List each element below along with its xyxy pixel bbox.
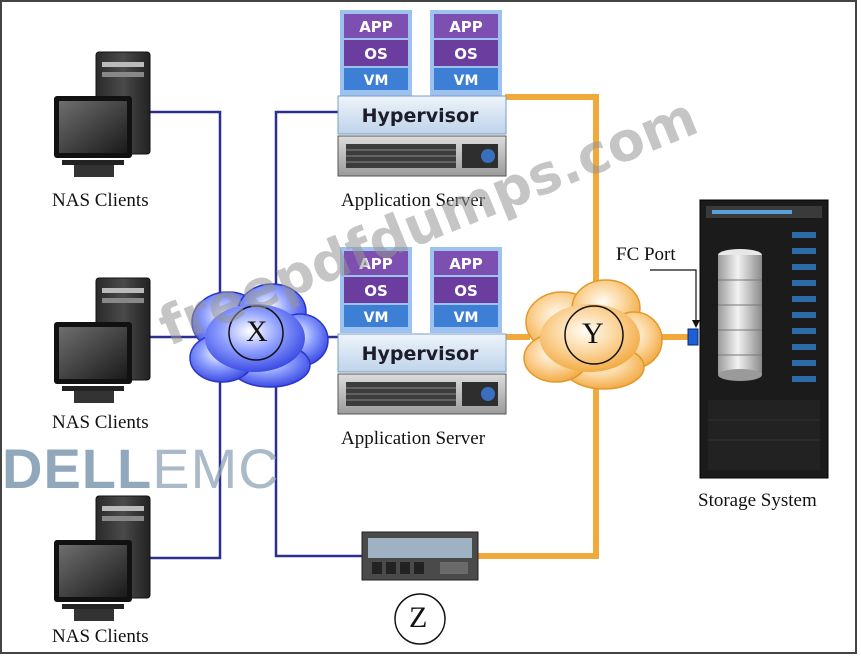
- device-z-label: Z: [409, 601, 428, 634]
- vm-stack-3: APP OS VM: [340, 247, 412, 333]
- storage-system-label: Storage System: [698, 490, 817, 511]
- vm-stack-2: APP OS VM: [430, 10, 502, 96]
- vm-label: VM: [364, 310, 389, 326]
- hypervisor-label: Hypervisor: [362, 343, 479, 365]
- brand-watermark-dell: DELL: [2, 437, 153, 500]
- vm-label: VM: [364, 73, 389, 89]
- hypervisor-layer: [337, 95, 507, 135]
- application-server-top: APP OS VM APP OS VM Hypervisor: [337, 10, 507, 177]
- brand-watermark-emc: EMC: [152, 437, 280, 500]
- link-device-z-to-y: [478, 385, 599, 559]
- vm-app-label: APP: [449, 18, 483, 36]
- brand-watermark: DELLEMC: [2, 436, 280, 501]
- vm-app-label: APP: [359, 255, 393, 273]
- link-app-server-top-to-y: [505, 94, 599, 290]
- application-server-bottom: APP OS VM APP OS VM Hypervisor: [337, 247, 507, 415]
- vm-app-label: APP: [449, 255, 483, 273]
- server-chassis: [337, 373, 507, 415]
- storage-disk-stack: [718, 249, 762, 381]
- fc-links: [478, 94, 690, 559]
- link-x-to-app-server-top: [274, 110, 338, 300]
- fc-port-label: FC Port: [616, 244, 676, 265]
- device-z: [361, 531, 479, 581]
- vm-stack-1: APP OS VM: [340, 10, 412, 96]
- hypervisor-layer: [337, 333, 507, 373]
- link-nas-bottom-to-x: [150, 370, 222, 560]
- vm-label: VM: [454, 310, 479, 326]
- application-server-label-top: Application Server: [341, 190, 486, 211]
- storage-system: [699, 199, 829, 479]
- vm-os-label: OS: [364, 282, 388, 300]
- cloud-y-marker: [564, 305, 624, 365]
- cloud-x-label: X: [246, 315, 268, 348]
- nas-client-top: [54, 51, 151, 177]
- link-x-to-device-z: [274, 370, 368, 558]
- fc-port: [687, 328, 699, 346]
- vm-stack-4: APP OS VM: [430, 247, 502, 333]
- nas-client-middle: [54, 277, 151, 403]
- vm-os-label: OS: [454, 282, 478, 300]
- link-nas-top-to-x: [148, 110, 222, 330]
- storage-drive-bays: [792, 232, 816, 382]
- fc-port-pointer: [650, 269, 697, 326]
- server-chassis: [337, 135, 507, 177]
- nas-client-bottom: [54, 495, 151, 621]
- cloud-y-label: Y: [582, 317, 604, 350]
- nas-clients-label-bottom: NAS Clients: [52, 626, 149, 647]
- vm-os-label: OS: [364, 45, 388, 63]
- nas-clients-label-middle: NAS Clients: [52, 412, 149, 433]
- vm-label: VM: [454, 73, 479, 89]
- hypervisor-label: Hypervisor: [362, 105, 479, 127]
- application-server-label-bottom: Application Server: [341, 428, 486, 449]
- cloud-x-marker: [228, 305, 284, 361]
- vm-app-label: APP: [359, 18, 393, 36]
- nas-clients-label-top: NAS Clients: [52, 190, 149, 211]
- fc-port-arrowhead: [692, 320, 700, 328]
- device-z-marker: [394, 593, 446, 645]
- vm-os-label: OS: [454, 45, 478, 63]
